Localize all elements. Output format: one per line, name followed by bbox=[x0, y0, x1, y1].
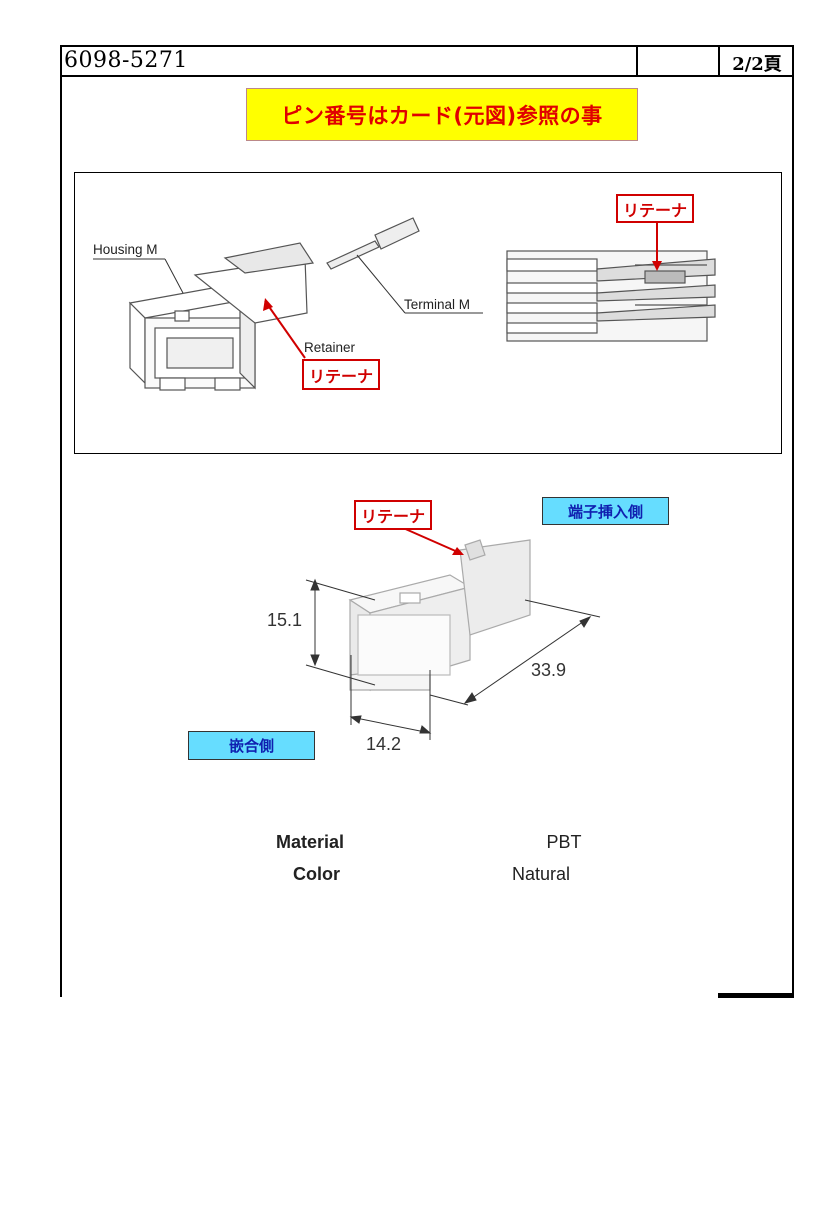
length-dimension-label: 33.9 bbox=[531, 660, 567, 680]
color-value: Natural bbox=[511, 864, 571, 884]
color-label: Color bbox=[293, 864, 340, 884]
width-dimension-label: 14.2 bbox=[366, 734, 402, 754]
page-number: 2/2頁 bbox=[732, 54, 782, 75]
material-value: PBT bbox=[546, 832, 582, 852]
footer-bar bbox=[718, 993, 794, 998]
retainer-tag: リテーナ bbox=[354, 500, 432, 530]
pin-note-banner: ピン番号はカード(元図)参照の事 bbox=[246, 88, 638, 141]
cross-section-drawing bbox=[506, 250, 716, 342]
terminal-m-callout: Terminal M bbox=[404, 297, 471, 312]
dimension-drawing bbox=[305, 519, 601, 740]
header-divider bbox=[636, 45, 638, 77]
length-dimension bbox=[429, 599, 601, 706]
retainer-tag: リテーナ bbox=[302, 359, 380, 390]
page-frame bbox=[60, 45, 794, 997]
retainer-tag: リテーナ bbox=[616, 194, 694, 223]
document-number: 6098-5271 bbox=[64, 48, 188, 73]
height-dimension bbox=[305, 578, 376, 686]
width-dimension bbox=[349, 655, 432, 740]
terminal-drawing bbox=[326, 217, 420, 270]
housing-m-callout: Housing M bbox=[93, 242, 158, 257]
connector-drawing bbox=[348, 539, 531, 692]
retainer-callout: Retainer bbox=[304, 340, 356, 355]
height-dimension-label: 15.1 bbox=[267, 610, 303, 630]
header-row bbox=[60, 45, 794, 77]
housing-drawing bbox=[128, 242, 315, 391]
material-label: Material bbox=[275, 832, 344, 852]
insertion-side-tag: 端子挿入側 bbox=[542, 497, 669, 525]
header-divider bbox=[718, 45, 720, 77]
assembly-illustration bbox=[93, 217, 716, 391]
assembly-figure-box bbox=[74, 172, 782, 454]
mating-side-tag: 嵌合側 bbox=[188, 731, 315, 760]
